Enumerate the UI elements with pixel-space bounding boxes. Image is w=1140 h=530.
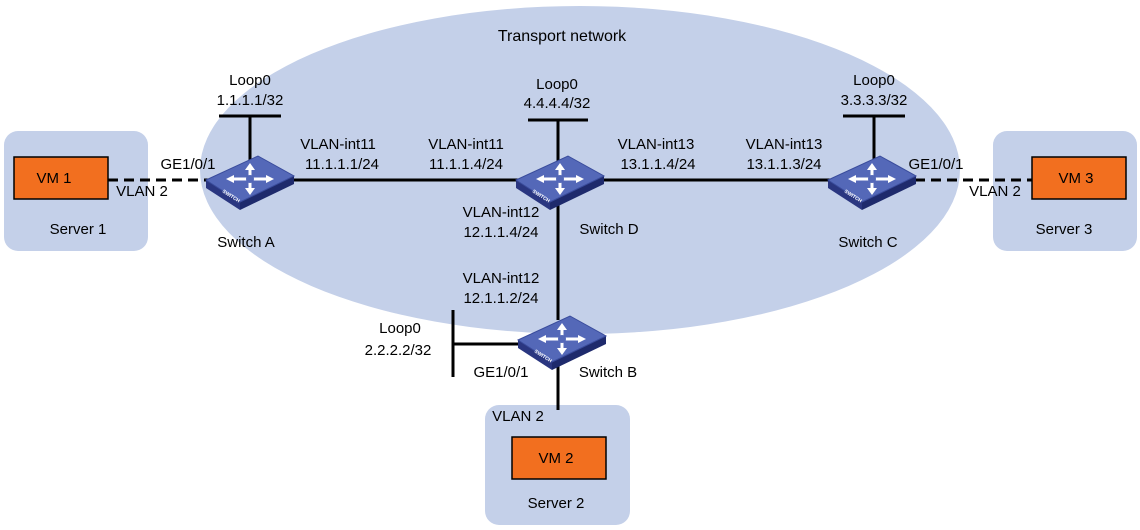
d-b-b-int: VLAN-int12 — [463, 270, 540, 287]
switch-c-name: Switch C — [838, 234, 897, 251]
vm-3-label: VM 3 — [1058, 170, 1093, 187]
switch-c-loop-ip: 3.3.3.3/32 — [841, 92, 908, 109]
d-b-d-ip: 12.1.1.4/24 — [463, 224, 538, 241]
d-b-d-int: VLAN-int12 — [463, 204, 540, 221]
vm-2-label: VM 2 — [538, 450, 573, 467]
switch-a-port: GE1/0/1 — [160, 156, 215, 173]
switch-d-loop-ip: 4.4.4.4/32 — [524, 95, 591, 112]
switch-c-port: GE1/0/1 — [908, 156, 963, 173]
switch-a-name: Switch A — [217, 234, 275, 251]
vm-1-label: VM 1 — [36, 170, 71, 187]
switch-c[interactable]: SWITCH — [826, 154, 918, 212]
vm-3[interactable] — [1031, 156, 1127, 200]
server-1-vlan: VLAN 2 — [116, 183, 168, 200]
switch-b-loop-ip: 2.2.2.2/32 — [365, 342, 432, 359]
switch-b-port: GE1/0/1 — [473, 364, 528, 381]
switch-c-loop-name: Loop0 — [853, 72, 895, 89]
server-2-name: Server 2 — [528, 495, 585, 512]
switch-b[interactable]: SWITCH — [516, 314, 608, 372]
d-c-d-ip: 13.1.1.4/24 — [620, 156, 695, 173]
switch-a[interactable]: SWITCH — [204, 154, 296, 212]
a-d-a-ip: 11.1.1.1/24 — [305, 156, 379, 173]
links — [219, 114, 905, 410]
switch-b-name: Switch B — [579, 364, 637, 381]
server-2-vlan: VLAN 2 — [492, 408, 544, 425]
server-3-vlan: VLAN 2 — [969, 183, 1021, 200]
d-c-c-ip: 13.1.1.3/24 — [746, 156, 821, 173]
server-1-name: Server 1 — [50, 221, 107, 238]
server-3-name: Server 3 — [1036, 221, 1093, 238]
switch-b-loop-name: Loop0 — [379, 320, 421, 337]
d-c-d-int: VLAN-int13 — [618, 136, 695, 153]
vm-1[interactable] — [13, 156, 109, 200]
transport-network-label: Transport network — [498, 28, 627, 45]
switch-a-loop-name: Loop0 — [229, 72, 271, 89]
a-d-d-ip: 11.1.1.4/24 — [429, 156, 503, 173]
vm-2[interactable] — [511, 436, 607, 480]
d-c-c-int: VLAN-int13 — [746, 136, 823, 153]
d-b-b-ip: 12.1.1.2/24 — [463, 290, 538, 307]
switch-a-loop-ip: 1.1.1.1/32 — [217, 92, 284, 109]
a-d-a-int: VLAN-int11 — [300, 136, 376, 153]
a-d-d-int: VLAN-int11 — [428, 136, 504, 153]
switch-d-name: Switch D — [579, 221, 638, 238]
switch-d-loop-name: Loop0 — [536, 76, 578, 93]
switch-d[interactable]: SWITCH — [514, 154, 606, 212]
